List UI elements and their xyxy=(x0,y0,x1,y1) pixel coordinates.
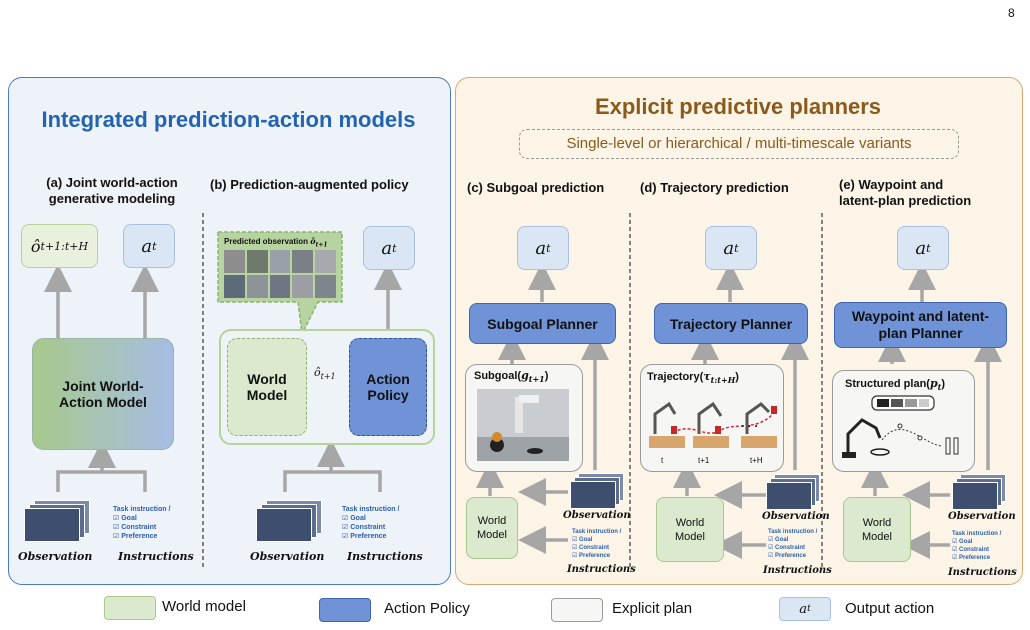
predicted-observation-label: Predicted observation ôt+1 xyxy=(224,236,328,249)
observation-thumbnails-d xyxy=(766,474,820,510)
instruction-list-b: Task instruction / ☑ Goal ☑ Constraint ☑… xyxy=(342,506,400,540)
observation-thumbnails-e xyxy=(952,474,1006,510)
instructions-label-c: Instructions xyxy=(567,564,636,575)
legend-output-action-label: Output action xyxy=(845,600,935,617)
instructions-label-d: Instructions xyxy=(763,565,832,576)
structured-plan-sketch xyxy=(842,395,959,458)
tick-t-plus-h: t+H xyxy=(750,456,763,465)
section-a-heading: (a) Joint world-action generative modeli… xyxy=(46,175,178,206)
legend-explicit-plan-label: Explicit plan xyxy=(612,600,693,617)
section-d-heading: (d) Trajectory prediction xyxy=(640,180,789,195)
instructions-label-a: Instructions xyxy=(118,550,194,563)
tick-t: t xyxy=(661,456,664,465)
observation-thumbnails-b xyxy=(256,500,322,542)
section-c-heading: (c) Subgoal prediction xyxy=(467,180,605,195)
subgoal-robot-image xyxy=(477,389,569,461)
legend-action-policy-swatch xyxy=(319,598,371,622)
joint-world-action-model: Joint World-Action Model xyxy=(32,338,174,450)
page-number: 8 xyxy=(1008,6,1015,20)
legend-explicit-plan-swatch xyxy=(551,598,603,622)
observation-label-a: Observation xyxy=(18,550,93,563)
trajectory-plan-box xyxy=(640,364,784,472)
instruction-list-a: Task instruction / ☑ Goal ☑ Constraint ☑… xyxy=(113,506,171,540)
observation-thumbnails-a xyxy=(24,500,90,542)
left-panel-title: Integrated prediction-action models xyxy=(41,107,416,132)
section-e-heading: (e) Waypoint and latent-plan prediction xyxy=(839,177,972,208)
legend-action-policy-label: Action Policy xyxy=(384,600,470,617)
tick-t-plus-1: t+1 xyxy=(698,456,710,465)
variants-subtitle: Single-level or hierarchical / multi-tim… xyxy=(519,129,959,159)
structured-plan-label: Structured plan(pt) xyxy=(845,377,946,393)
instructions-label-e: Instructions xyxy=(948,567,1017,578)
trajectory-ellipsis: . . . xyxy=(741,416,758,430)
trajectory-robot-sequence xyxy=(649,401,777,448)
instruction-list-c: Task instruction / ☑ Goal ☑ Constraint ☑… xyxy=(572,529,622,559)
right-panel-title: Explicit predictive planners xyxy=(594,94,882,119)
trajectory-planner: Trajectory Planner xyxy=(654,303,808,344)
instruction-list-e: Task instruction / ☑ Goal ☑ Constraint ☑… xyxy=(952,531,1002,561)
legend-world-model-label: World model xyxy=(162,598,246,615)
legend-world-model-swatch xyxy=(104,596,156,620)
arrow-b-label: ôt+1 xyxy=(314,366,336,382)
instructions-label-b: Instructions xyxy=(347,550,423,563)
observation-thumbnails-c xyxy=(570,473,624,509)
trajectory-label: Trajectory(τt:t+H) xyxy=(647,370,739,386)
waypoint-latent-plan-planner: Waypoint and latent-plan Planner xyxy=(834,302,1007,348)
instruction-list-d: Task instruction / ☑ Goal ☑ Constraint ☑… xyxy=(768,529,818,559)
arrow-b-inputs xyxy=(283,470,382,492)
subgoal-label: Subgoal(gt+1) xyxy=(474,369,549,385)
predicted-frames-grid xyxy=(224,250,336,298)
observation-label-d: Observation xyxy=(762,511,830,522)
section-b-heading: (b) Prediction-augmented policy xyxy=(210,177,409,192)
arrow-a-inputs xyxy=(56,470,147,492)
subgoal-planner: Subgoal Planner xyxy=(469,303,616,344)
observation-label-c: Observation xyxy=(563,510,631,521)
observation-label-b: Observation xyxy=(250,550,325,563)
observation-label-e: Observation xyxy=(948,511,1016,522)
